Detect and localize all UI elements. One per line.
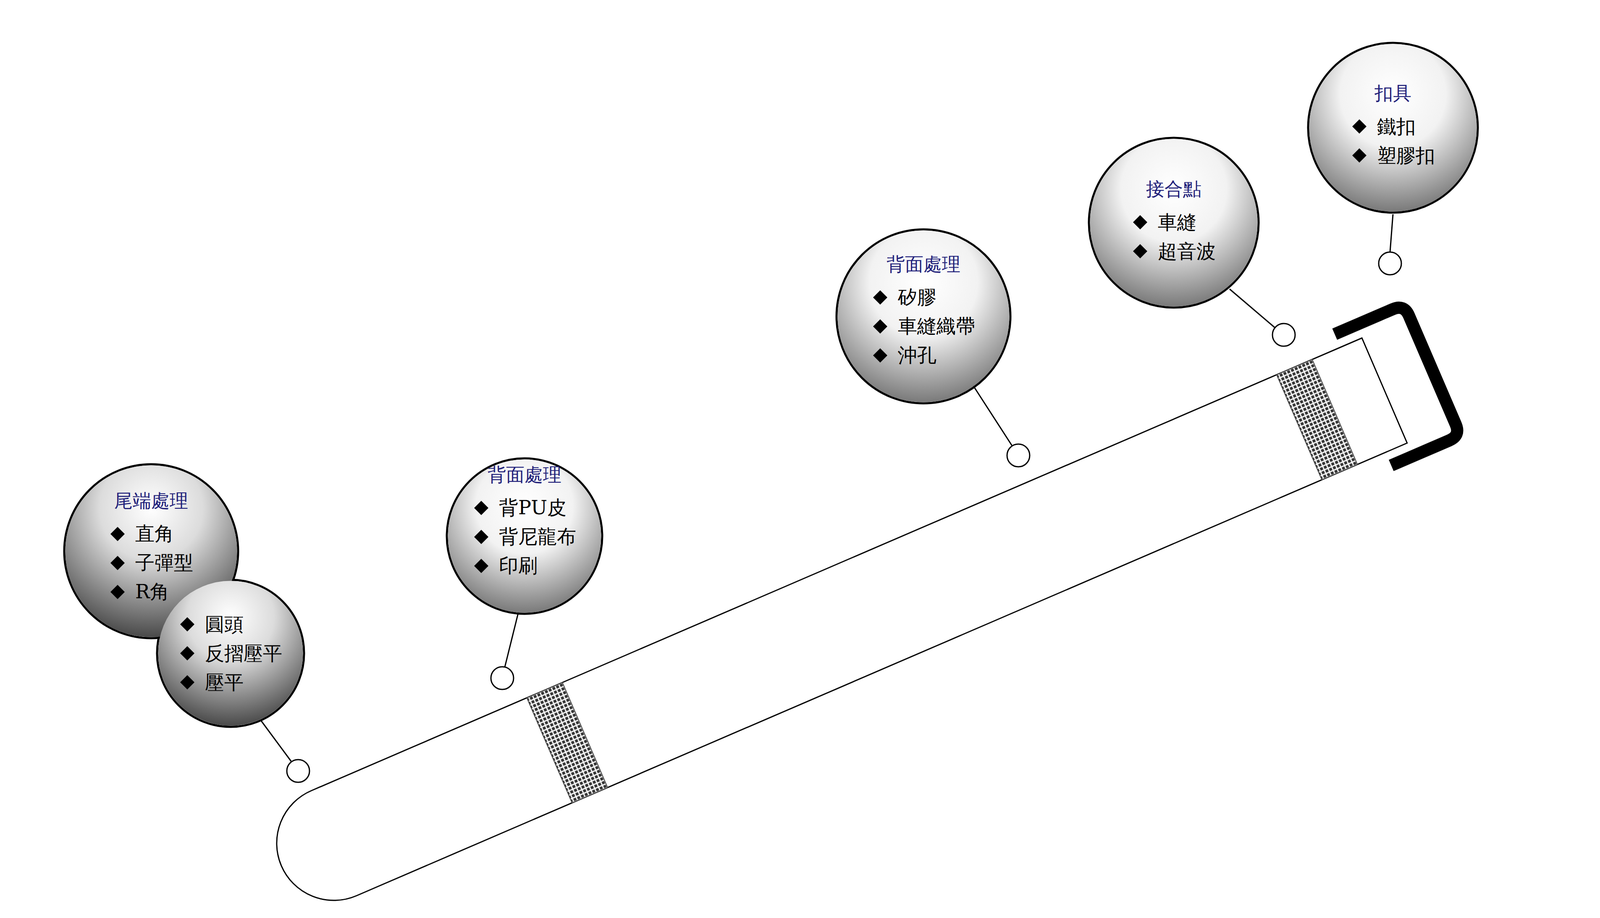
item-text: 沖孔: [897, 340, 937, 370]
mesh-patch: [526, 681, 608, 803]
callout-heading: 扣具: [1374, 80, 1412, 107]
callout-fill: [837, 230, 1010, 403]
callout-heading: 接合點: [1146, 175, 1202, 202]
anchor-dot: [1378, 251, 1402, 275]
callout-circle: 背面處理矽膠車縫織帶沖孔: [836, 229, 1011, 404]
item-text: 印刷: [498, 550, 538, 580]
item-text: 超音波: [1157, 236, 1216, 266]
callout-circle: 扣具鐵扣塑膠扣: [1308, 42, 1478, 213]
callout-content: 接合點車縫超音波: [1131, 175, 1216, 266]
bullet-diamond: [1352, 119, 1367, 134]
callout-outline: [836, 229, 1011, 404]
bullet-item: 直角: [109, 519, 174, 549]
callout-outline: [1308, 42, 1478, 213]
callout-heading: 尾端處理: [114, 487, 189, 514]
callout-circle: 接合點車縫超音波: [1088, 137, 1259, 308]
bullet-diamond: [180, 674, 195, 690]
callout-content: 背面處理背PU皮背尼龍布印刷: [472, 461, 577, 581]
callout-fill: [1309, 44, 1477, 212]
bullet-diamond: [110, 555, 125, 570]
callout-outline: [1088, 137, 1259, 308]
callout-outline: [446, 458, 603, 614]
item-text: 塑膠扣: [1377, 141, 1435, 171]
item-text: R角: [135, 577, 170, 606]
bullet-item: 圓頭: [178, 609, 244, 639]
bullet-item: 子彈型: [109, 548, 194, 578]
bullet-item: R角: [109, 577, 170, 606]
bullet-diamond: [110, 526, 125, 541]
bullet-diamond: [180, 645, 195, 661]
bullet-item: 矽膠: [871, 282, 937, 312]
bullet-item: 背尼龍布: [472, 521, 577, 551]
callout-fill: [448, 459, 602, 613]
bullet-diamond: [180, 616, 195, 632]
bullet-item: 背PU皮: [472, 493, 567, 522]
leader-lines: [260, 214, 1393, 762]
callout-content: 圓頭反摺壓平壓平: [178, 609, 283, 697]
bullet-item: 壓平: [178, 667, 244, 697]
leader-line: [971, 382, 1013, 446]
item-text: 圓頭: [204, 609, 244, 639]
buckle: [1334, 304, 1461, 466]
bullet-diamond: [1133, 243, 1148, 259]
callout-circle: 圓頭反摺壓平壓平: [157, 579, 305, 727]
item-text: 背PU皮: [498, 493, 567, 522]
callout-content: 扣具鐵扣塑膠扣: [1350, 80, 1435, 171]
item-text: 矽膠: [897, 282, 937, 312]
bullet-diamond: [873, 290, 888, 305]
leader-line: [1229, 288, 1275, 328]
bullet-item: 鐵扣: [1350, 112, 1416, 142]
bullet-diamond: [474, 529, 489, 544]
bullet-diamond: [474, 558, 489, 573]
item-text: 鐵扣: [1377, 112, 1416, 142]
bullet-diamond: [1133, 215, 1148, 230]
anchor-dot: [490, 666, 514, 690]
mesh-patch: [1276, 359, 1358, 480]
bullet-diamond: [873, 319, 888, 334]
callout-heading: 背面處理: [886, 251, 961, 278]
strap: [253, 304, 1461, 918]
callout-heading: 背面處理: [487, 461, 562, 488]
callout-fill: [1090, 139, 1258, 307]
bullet-diamond: [1352, 148, 1367, 163]
anchor-dot: [1272, 323, 1296, 347]
item-text: 直角: [135, 519, 174, 549]
item-text: 背尼龍布: [498, 521, 577, 551]
callout-content: 背面處理矽膠車縫織帶沖孔: [871, 251, 976, 370]
callout-circle: 背面處理背PU皮背尼龍布印刷: [446, 458, 603, 614]
bullet-item: 車縫織帶: [871, 311, 976, 341]
bullet-item: 塑膠扣: [1350, 141, 1435, 171]
leader-line: [1390, 214, 1393, 252]
bullet-item: 沖孔: [871, 340, 937, 370]
callout-content: 尾端處理直角子彈型R角: [109, 487, 194, 607]
item-text: 反摺壓平: [204, 638, 283, 668]
anchor-dot: [1007, 443, 1030, 467]
item-text: 車縫織帶: [897, 311, 976, 341]
leader-line: [260, 719, 292, 762]
bullet-item: 車縫: [1131, 207, 1197, 237]
item-text: 車縫: [1157, 207, 1197, 237]
strap-body: [258, 338, 1408, 918]
bullet-item: 印刷: [472, 550, 538, 580]
bullet-diamond: [873, 348, 888, 363]
bullet-diamond: [474, 500, 489, 515]
callout-fill: [158, 580, 304, 726]
anchor-dot: [286, 759, 310, 782]
item-text: 子彈型: [135, 548, 194, 578]
item-text: 壓平: [204, 667, 244, 697]
bullet-diamond: [110, 584, 125, 599]
bullet-item: 反摺壓平: [178, 638, 283, 668]
bullet-item: 超音波: [1131, 236, 1216, 266]
